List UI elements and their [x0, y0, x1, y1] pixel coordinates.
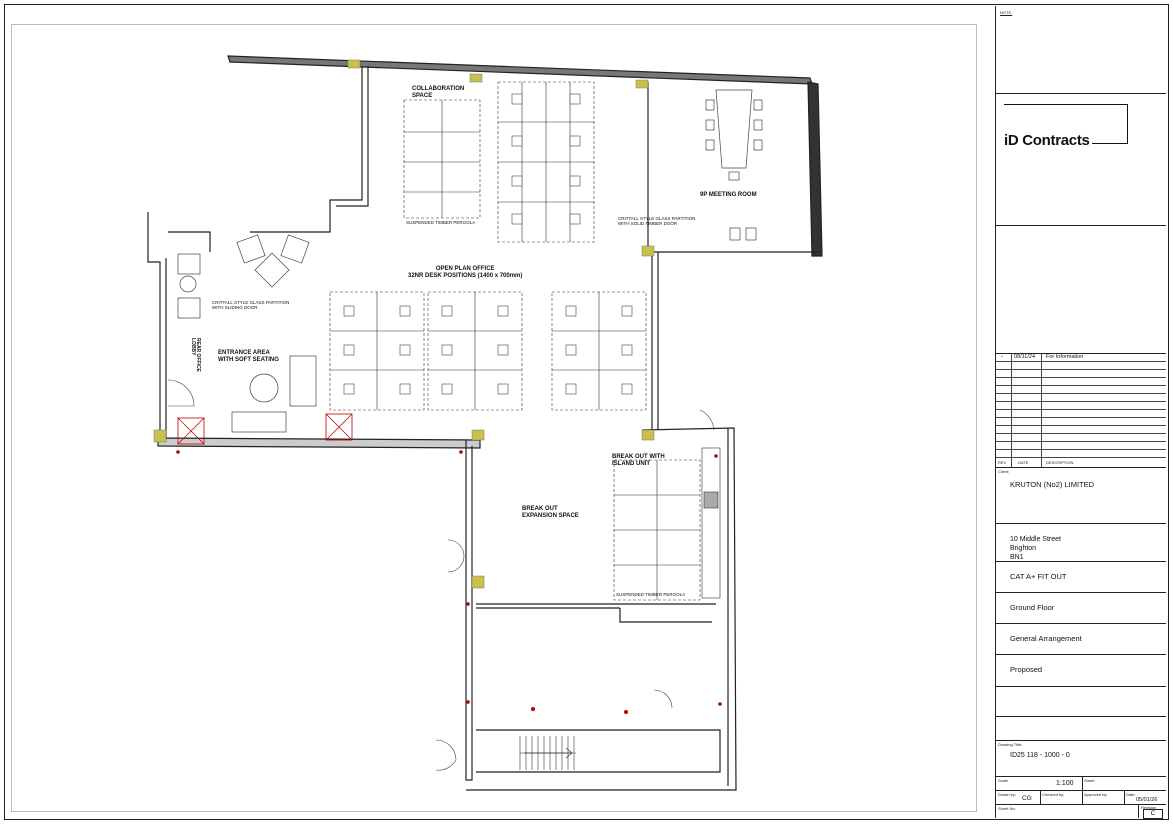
floor-panel: Ground Floor: [996, 593, 1166, 624]
plan-border: [11, 24, 977, 812]
label-pergola-1: SUSPENDED TIMBER PERGOLA: [406, 220, 476, 225]
columns: [153, 59, 655, 589]
drawing-date: 05/01/26: [1136, 797, 1158, 803]
meeting-table: [715, 89, 753, 169]
address-line-2: Brighton: [1010, 545, 1037, 552]
drawn-by: CG: [1022, 795, 1032, 802]
label-pergola-2: SUSPENDED TIMBER PERGOLA: [616, 592, 686, 597]
label-rear-lobby: REAR OFFICE LOBBY: [190, 338, 201, 372]
checked-by-label: Checked by:: [1042, 792, 1065, 797]
sofa-east: [289, 355, 317, 407]
red-dots: [176, 450, 722, 714]
breakout-east-wall: [466, 427, 737, 791]
doors: [167, 379, 715, 771]
soft-seating: [177, 234, 317, 433]
label-breakout-expansion: BREAK OUT EXPANSION SPACE: [522, 506, 579, 519]
north-wall: [227, 55, 813, 85]
rev-value: -: [1001, 354, 1003, 360]
drawn-by-label: Drawn by:: [998, 792, 1017, 797]
collab-west-wall: [250, 66, 363, 233]
sheet-label: Sheet: [1084, 778, 1095, 783]
chairs: [343, 93, 633, 395]
rev-header-date: DATE: [1018, 460, 1029, 465]
east-wall-meeting: [807, 81, 823, 257]
south-wall-office: [157, 437, 481, 449]
client-name: KRUTON (No2) LIMITED: [1010, 480, 1095, 489]
project-name: CAT A+ FIT OUT: [1010, 572, 1067, 581]
sheet-no-label: Sheet No.: [998, 806, 1016, 811]
approved-by-label: Approved by:: [1084, 792, 1108, 797]
label-entrance: ENTRANCE AREA WITH SOFT SEATING: [218, 350, 279, 363]
stair-arrow: [524, 747, 573, 759]
floor-name: Ground Floor: [1010, 603, 1055, 612]
note-label: NOTE:: [1000, 10, 1013, 15]
drawing-number: ID25 118 - 1000 - 0: [1010, 752, 1070, 759]
notes-panel: NOTE:: [996, 6, 1166, 94]
label-breakout-island: BREAK OUT WITH ISLAND UNIT: [612, 454, 665, 467]
address-line-3: BN1: [1010, 554, 1024, 561]
stair-box: [476, 729, 721, 773]
west-wall: [147, 212, 161, 446]
rev-date: 08/11/24: [1014, 354, 1036, 360]
drawing-status: Proposed: [1010, 665, 1043, 674]
sofa-south: [231, 411, 287, 433]
drawing-frame: [4, 4, 1169, 820]
drawing-title-label: Drawing Title:: [998, 742, 1023, 747]
coffee-table: [249, 373, 279, 403]
sheet-no-panel: Sheet No. Revision C: [996, 805, 1166, 819]
revision-label: Revision: [1141, 805, 1157, 810]
label-glass-partition-2: CRITTALL STYLE GLASS PARTITION WITH SLID…: [212, 300, 290, 310]
drawing-type: General Arrangement: [1010, 634, 1082, 643]
address-panel: 10 Middle Street Brighton BN1: [996, 524, 1166, 562]
spare-panel: [996, 687, 1166, 717]
date-label: Date:: [1126, 792, 1136, 797]
status-panel: Proposed: [996, 655, 1166, 687]
revision-row: - 08/11/24 For Information: [996, 354, 1166, 362]
signoff-panel: Drawn by: CG Checked by: Approved by: Da…: [996, 791, 1166, 805]
rev-description: For Information: [1046, 354, 1084, 360]
label-collaboration: COLLABORATION SPACE: [412, 86, 465, 99]
logo-panel: iD Contracts: [996, 94, 1166, 226]
label-glass-partition-1: CRITTALL STYLE GLASS PARTITION WITH SOLI…: [618, 216, 696, 226]
title-block: NOTE: iD Contracts - 08/11/24 For Inform…: [995, 6, 1166, 819]
rev-header-description: DESCRIPTION: [1046, 460, 1074, 465]
drawing-type-panel: General Arrangement: [996, 624, 1166, 655]
kitchen-counter: [701, 447, 721, 599]
floor-plan: [147, 55, 823, 791]
client-panel: Client: KRUTON (No2) LIMITED: [996, 468, 1166, 524]
revision-value: C: [1143, 809, 1163, 819]
fire-markers: [177, 413, 353, 445]
rev-header-rev: REV: [998, 460, 1007, 465]
project-panel: CAT A+ FIT OUT: [996, 562, 1166, 593]
label-open-plan: OPEN PLAN OFFICE 32NR DESK POSITIONS (14…: [408, 266, 523, 279]
desk-blocks: [329, 81, 721, 601]
scale-label: Scale: [998, 778, 1009, 783]
scale-panel: Scale 1:100 Sheet: [996, 777, 1166, 791]
revision-header: REV DATE DESCRIPTION: [996, 458, 1166, 468]
breakout-west-wall: [465, 440, 473, 781]
meeting-table-group: [705, 89, 763, 241]
blank-panel: [996, 226, 1166, 354]
address-line-1: 10 Middle Street: [1010, 536, 1061, 543]
client-label: Client:: [998, 469, 1010, 474]
company-logo: iD Contracts: [1004, 132, 1092, 149]
drawing-title-panel: Drawing Title: ID25 118 - 1000 - 0: [996, 741, 1166, 777]
label-meeting-room: 9P MEETING ROOM: [700, 192, 757, 198]
scale-value: 1:100: [1056, 780, 1074, 787]
